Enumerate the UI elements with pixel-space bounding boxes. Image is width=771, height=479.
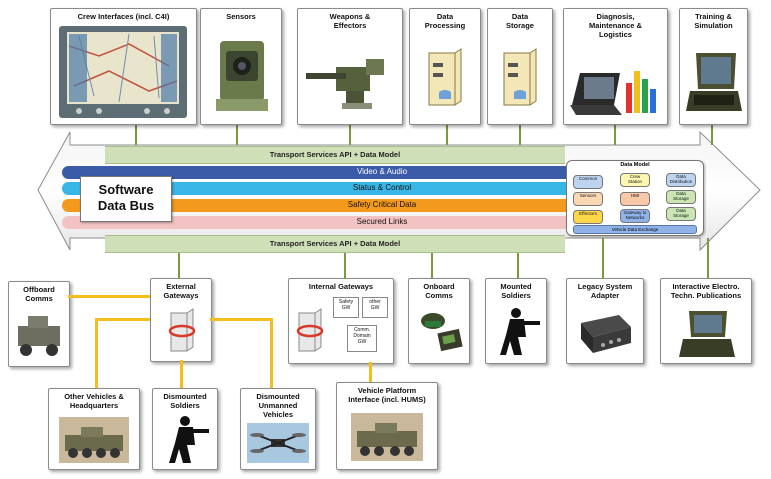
link-line	[270, 318, 273, 388]
data-model-cell: Sensors	[573, 192, 603, 206]
legacy-system-adapter-box[interactable]: Legacy System Adapter	[566, 278, 644, 364]
link-line	[68, 295, 150, 298]
armored-vehicle-icon	[351, 413, 423, 461]
data-model-cell: Effectors	[573, 210, 603, 224]
connector-line	[178, 238, 180, 278]
data-model-cell: Gateway to Networks	[620, 209, 650, 223]
other-gw-label: other GW	[362, 297, 388, 318]
internal-gateways-box[interactable]: Internal Gateways Safety GW other GW Com…	[288, 278, 394, 364]
crew-display-icon	[59, 26, 187, 118]
stripe-video-audio: Video & Audio	[62, 166, 702, 179]
data-model-cell: Data Storage	[666, 190, 696, 204]
crew-interfaces-box[interactable]: Crew Interfaces (incl. C4I)	[50, 8, 197, 125]
data-model-footer: Vehicle Data Exchange	[573, 225, 697, 234]
connector-line	[349, 123, 351, 145]
data-model-cell: HMI	[620, 192, 650, 206]
connector-line	[236, 123, 238, 145]
software-data-bus-label: Software Data Bus	[80, 176, 172, 222]
onboard-comms-box[interactable]: Onboard Comms	[408, 278, 470, 364]
connector-line	[602, 238, 604, 278]
comm-domain-gw-label: Comm. Domain GW	[347, 325, 377, 352]
dismounted-unmanned-vehicles-box[interactable]: Dismounted Unmanned Vehicles	[240, 388, 316, 470]
transport-label: Transport Services API + Data Model	[269, 150, 401, 159]
stripe-secured-links: Secured Links	[62, 216, 702, 229]
link-line	[95, 318, 150, 321]
data-processing-box[interactable]: Data Processing	[409, 8, 481, 125]
connector-line	[446, 123, 448, 145]
connector-line	[344, 238, 346, 278]
armored-vehicle-icon	[59, 417, 129, 463]
other-vehicles-hq-box[interactable]: Other Vehicles & Headquarters	[48, 388, 140, 470]
mounted-soldiers-box[interactable]: Mounted Soldiers	[485, 278, 547, 364]
sensor-unit-icon	[216, 41, 268, 111]
data-model-cell: Crew Station	[620, 173, 650, 187]
connector-line	[707, 238, 709, 278]
soldier-icon	[500, 308, 540, 355]
rugged-laptop-icon	[679, 311, 735, 357]
stripe-safety-critical: Safety Critical Data	[62, 199, 702, 212]
connector-line	[711, 123, 713, 145]
link-line	[369, 362, 372, 388]
data-model-cell: Data Distribution	[666, 173, 696, 187]
link-line	[180, 360, 183, 388]
gateway-device-icon	[168, 308, 196, 352]
vehicle-platform-interface-box[interactable]: Vehicle Platform Interface (incl. HUMS)	[336, 382, 438, 470]
connector-line	[517, 238, 519, 278]
laptop-chart-icon	[570, 71, 656, 115]
sensors-box[interactable]: Sensors	[200, 8, 282, 125]
dismounted-soldiers-box[interactable]: Dismounted Soldiers	[152, 388, 218, 470]
database-icon	[503, 48, 537, 106]
weapon-turret-icon	[306, 59, 384, 109]
transport-bar-bottom: Transport Services API + Data Model	[105, 235, 565, 253]
connector-line	[431, 238, 433, 278]
data-storage-box[interactable]: Data Storage	[487, 8, 553, 125]
transport-label: Transport Services API + Data Model	[269, 239, 401, 248]
adapter-box-icon	[581, 315, 631, 353]
data-model-box: Data Model Common Crew Station Data Dist…	[566, 160, 704, 236]
data-model-cell: Data Storage	[666, 207, 696, 221]
connector-line	[519, 123, 521, 145]
server-icon	[428, 48, 462, 106]
weapons-effectors-box[interactable]: Weapons & Effectors	[297, 8, 403, 125]
transport-bar-top: Transport Services API + Data Model	[105, 146, 565, 164]
gateway-device-icon	[296, 308, 324, 352]
stripe-status-control: Status & Control	[62, 182, 702, 195]
safety-gw-label: Safety GW	[333, 297, 359, 318]
soldier-icon	[169, 416, 209, 463]
diagnosis-maintenance-box[interactable]: Diagnosis, Maintenance & Logistics	[563, 8, 668, 125]
rugged-laptop-icon	[686, 53, 742, 111]
link-line	[95, 318, 98, 388]
drone-icon	[247, 423, 309, 463]
training-simulation-box[interactable]: Training & Simulation	[679, 8, 748, 125]
connector-line	[614, 123, 616, 145]
connector-line	[135, 123, 137, 145]
offboard-comms-box[interactable]: Offboard Comms	[8, 281, 70, 367]
ietp-box[interactable]: Interactive Electro. Techn. Publications	[660, 278, 752, 364]
radio-helmet-icon	[421, 313, 463, 352]
external-gateways-box[interactable]: External Gateways	[150, 278, 212, 362]
data-model-cell: Common	[573, 175, 603, 189]
data-model-title: Data Model	[620, 162, 650, 168]
link-line	[210, 318, 272, 321]
vehicle-icon	[18, 316, 60, 356]
